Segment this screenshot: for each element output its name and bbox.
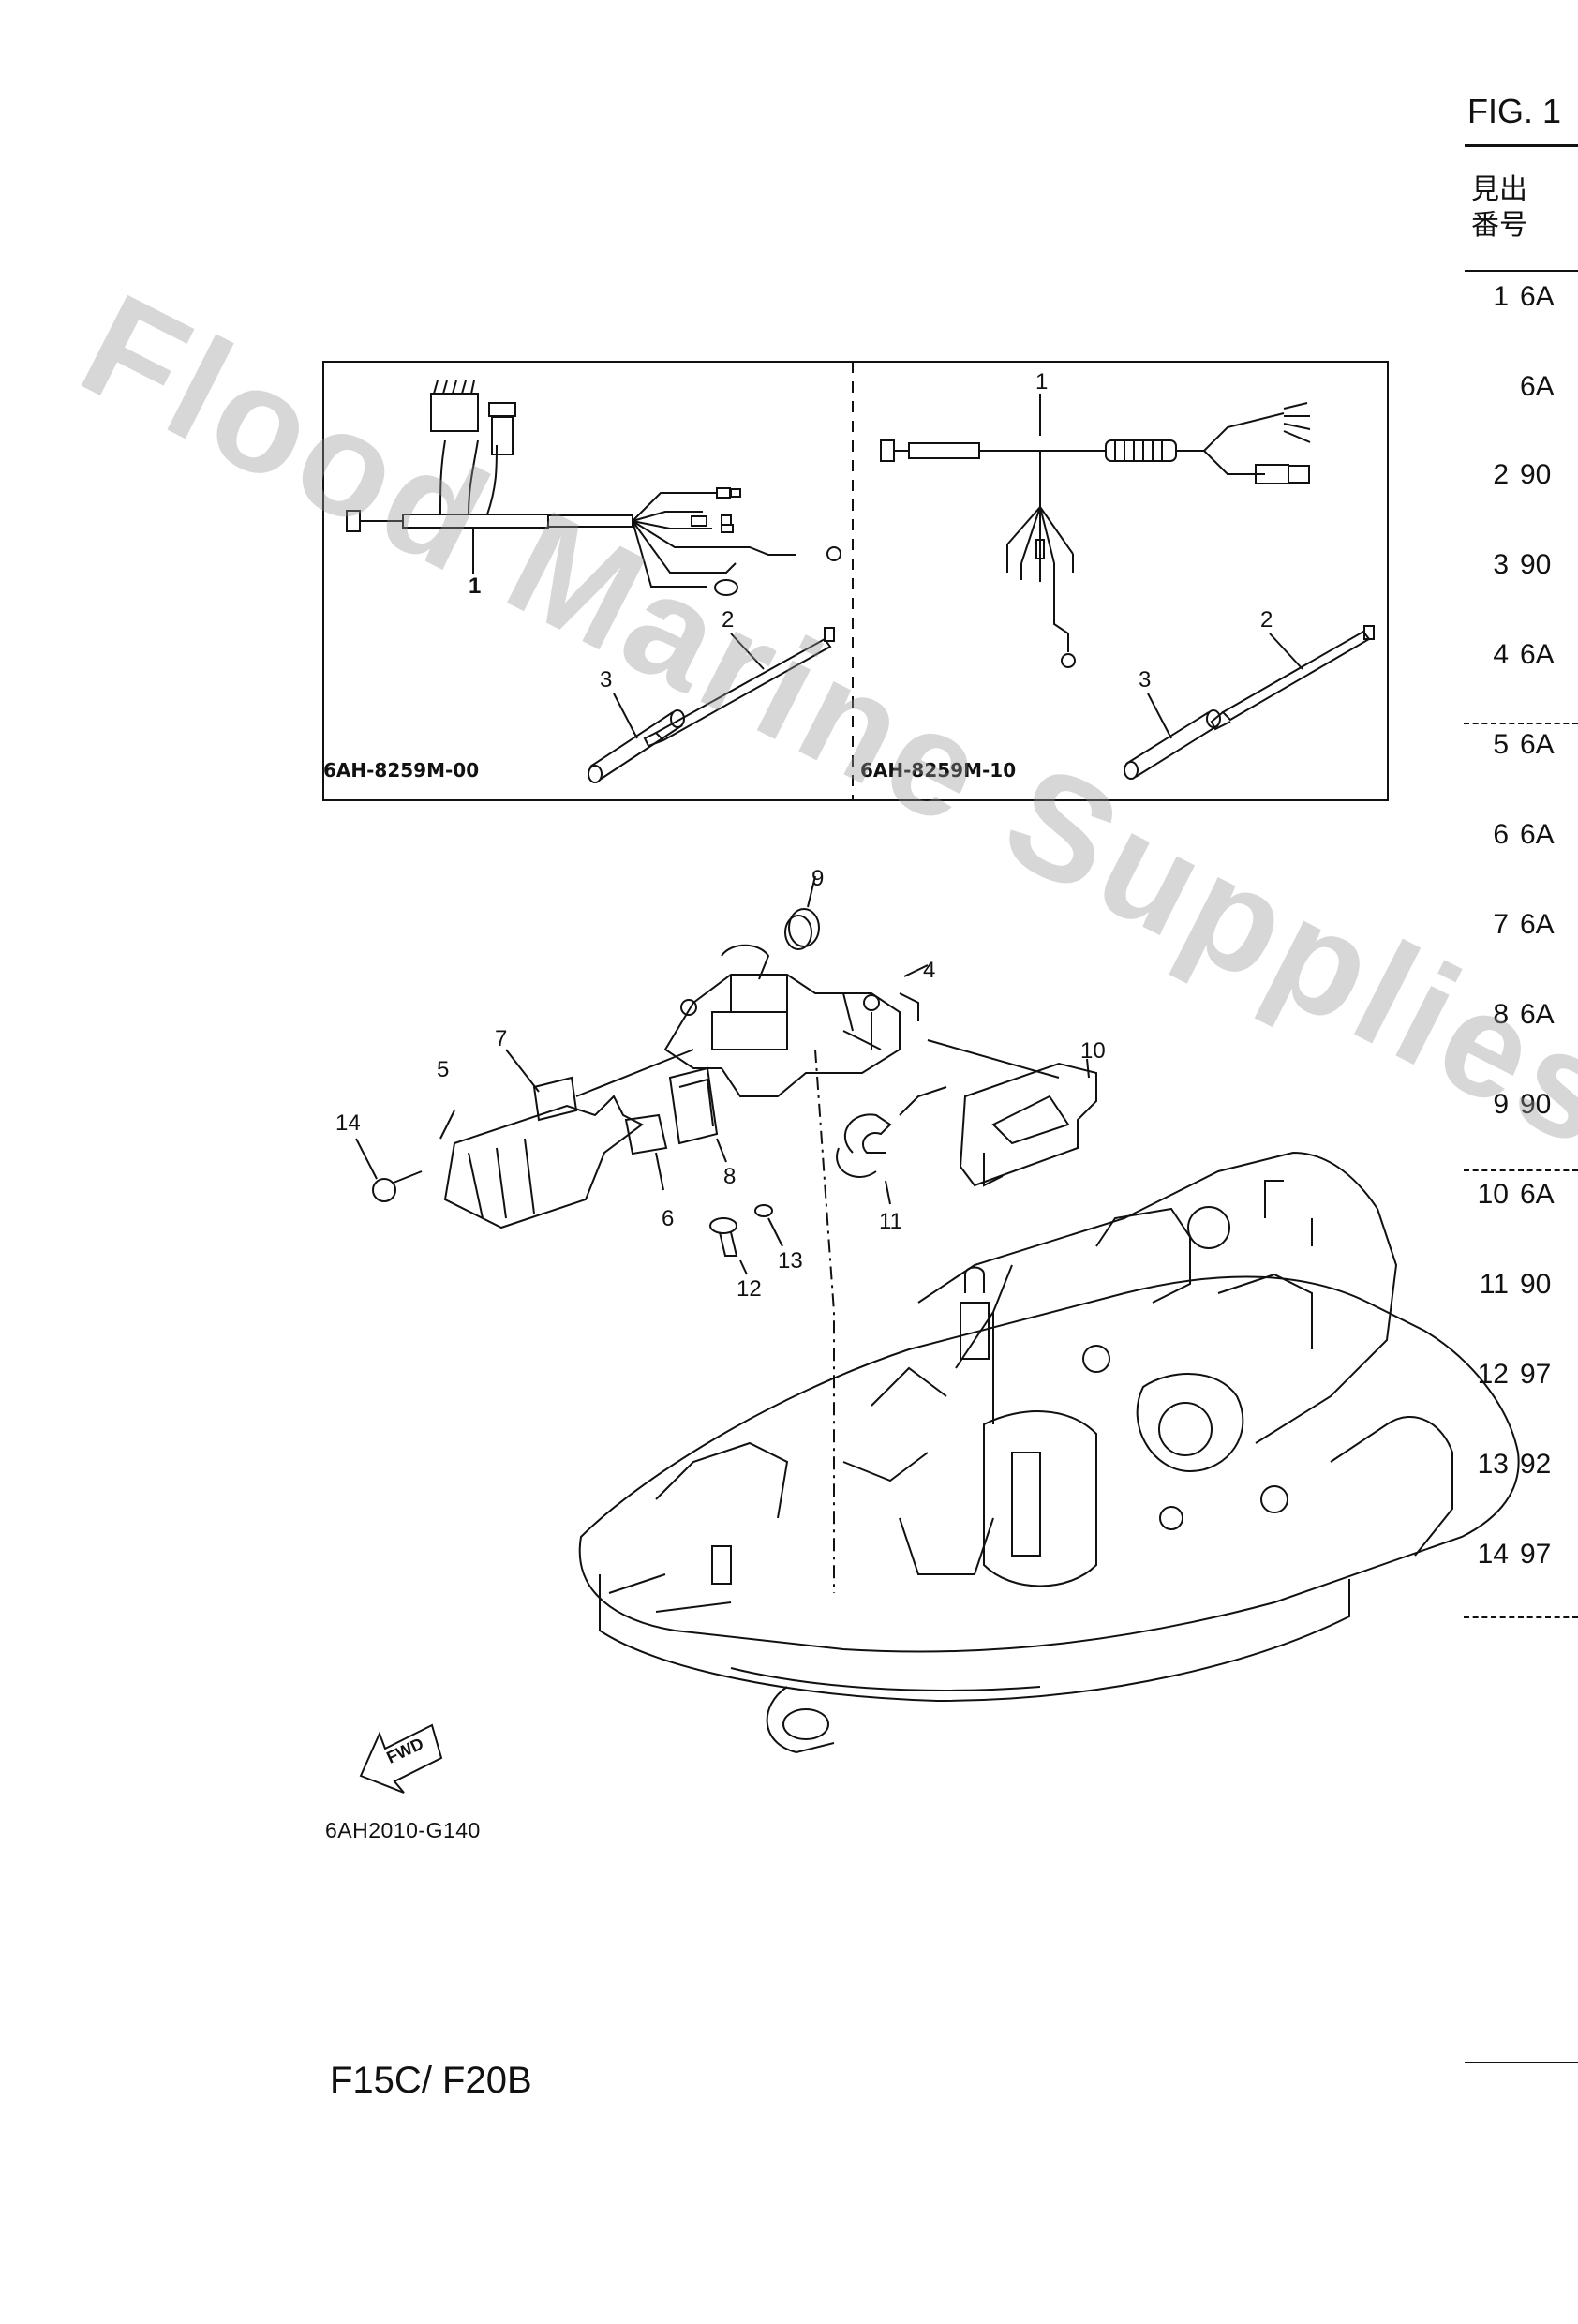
callout-6: 6	[662, 1206, 675, 1231]
ref-number: 9	[1493, 1089, 1509, 1120]
part-number: 90	[1520, 459, 1552, 490]
ref-number: 13	[1477, 1449, 1509, 1480]
ref-number: 1	[1493, 281, 1509, 312]
callout-13: 13	[778, 1248, 803, 1274]
group-divider-1	[1464, 723, 1578, 724]
part-number: 90	[1520, 549, 1552, 580]
cable-tie-right	[1210, 625, 1375, 731]
callout-inset-left-2: 2	[722, 607, 735, 633]
sleeve-right	[1124, 709, 1221, 780]
table-row: 2 90	[1462, 459, 1578, 500]
table-top-rule	[1465, 144, 1578, 147]
table-row: 9 90	[1462, 1089, 1578, 1130]
callout-12: 12	[737, 1276, 762, 1302]
table-header-rule	[1465, 270, 1578, 272]
group-divider-3	[1464, 1616, 1578, 1618]
part-number: 90	[1520, 1269, 1552, 1300]
part-number: 6A	[1520, 371, 1555, 402]
ref-number: 14	[1477, 1539, 1509, 1570]
part-number: 6A	[1520, 909, 1555, 940]
part-number: 90	[1520, 1089, 1552, 1120]
model-name: F15C/ F20B	[330, 2060, 532, 2101]
group-divider-2	[1464, 1169, 1578, 1171]
harness-left	[346, 380, 841, 596]
inset-code-left: 6AH-8259M-00	[323, 759, 480, 782]
table-row: 11 90	[1462, 1269, 1578, 1310]
ref-number: 7	[1493, 909, 1509, 940]
ref-number: 11	[1479, 1269, 1509, 1300]
harness-right	[880, 402, 1311, 668]
table-row: 8 6A	[1462, 999, 1578, 1040]
callout-inset-left-1: 1	[469, 574, 482, 599]
part-number: 6A	[1520, 729, 1555, 760]
engine-block	[578, 1151, 1520, 1754]
table-row: 3 90	[1462, 549, 1578, 590]
callout-inset-right-3: 3	[1139, 667, 1152, 693]
callout-inset-right-1: 1	[1035, 369, 1049, 395]
figure-title: FIG. 1	[1467, 92, 1562, 130]
ref-number: 4	[1493, 639, 1509, 670]
fwd-arrow	[359, 1723, 443, 1794]
callout-4: 4	[923, 958, 936, 983]
callout-10: 10	[1080, 1038, 1106, 1064]
figure-code: 6AH2010-G140	[325, 1818, 481, 1842]
callout-7: 7	[495, 1026, 508, 1051]
ref-number: 6	[1493, 819, 1509, 850]
sleeve-left	[588, 709, 685, 783]
table-row: 10 6A	[1462, 1179, 1578, 1220]
ref-number: 12	[1477, 1359, 1509, 1390]
callout-inset-left-3: 3	[600, 667, 613, 693]
table-row: 12 97	[1462, 1359, 1578, 1400]
callout-8: 8	[723, 1164, 737, 1189]
ref-number: 2	[1493, 459, 1509, 490]
table-row: 14 97	[1462, 1539, 1578, 1580]
ref-number: 5	[1493, 729, 1509, 760]
ref-number: 3	[1493, 549, 1509, 580]
part-number: 97	[1520, 1539, 1552, 1570]
ref-number: 8	[1493, 999, 1509, 1030]
part-number: 92	[1520, 1449, 1552, 1480]
callout-5: 5	[437, 1057, 450, 1082]
part-number: 6A	[1520, 1179, 1555, 1210]
part-number: 6A	[1520, 281, 1555, 312]
part-number: 97	[1520, 1359, 1552, 1390]
callout-14: 14	[335, 1110, 361, 1136]
callout-11: 11	[879, 1209, 902, 1234]
bracket-assembly	[355, 875, 1097, 1593]
table-row: 1 6A	[1462, 281, 1578, 322]
table-row: 7 6A	[1462, 909, 1578, 950]
table-row: 13 92	[1462, 1449, 1578, 1490]
wire-harness-inset	[322, 361, 1389, 801]
table-row: 6A	[1462, 371, 1578, 412]
inset-code-right: 6AH-8259M-10	[860, 759, 1017, 782]
table-row: 4 6A	[1462, 639, 1578, 680]
table-row: 5 6A	[1462, 729, 1578, 770]
cable-tie-left	[643, 627, 835, 748]
ref-no-header: 見出 番号	[1471, 174, 1527, 241]
table-bottom-rule	[1465, 2062, 1578, 2063]
ref-number: 10	[1477, 1179, 1509, 1210]
callout-inset-right-2: 2	[1260, 607, 1273, 633]
part-number: 6A	[1520, 819, 1555, 850]
part-number: 6A	[1520, 639, 1555, 670]
part-number: 6A	[1520, 999, 1555, 1030]
callout-9: 9	[811, 866, 825, 891]
table-row: 6 6A	[1462, 819, 1578, 860]
